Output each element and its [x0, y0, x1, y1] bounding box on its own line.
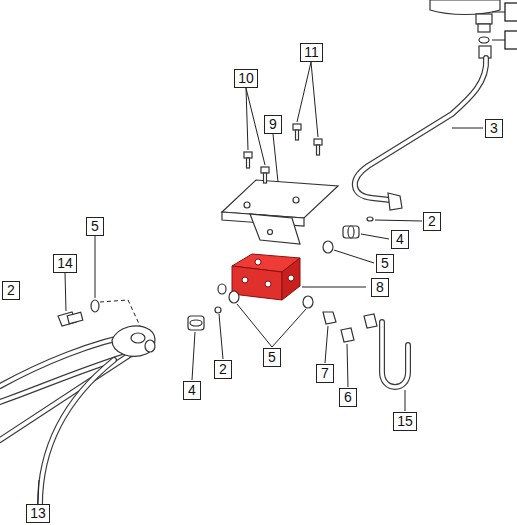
u-tube	[382, 322, 408, 387]
callout-number: 2	[423, 212, 441, 231]
callout-number: 13	[26, 504, 50, 523]
pipe-13	[0, 326, 155, 505]
callout-number: 2	[2, 281, 20, 300]
fittings	[188, 217, 377, 342]
callout-number: 5	[376, 254, 394, 273]
callout-number: 5	[263, 348, 281, 367]
callout-number: 8	[371, 278, 389, 297]
banjo-bolt	[58, 300, 140, 326]
upper-component	[430, 0, 517, 58]
pipe-3	[355, 58, 486, 210]
callout-number: 11	[300, 43, 323, 62]
callout-number: 3	[485, 119, 503, 138]
bolts	[244, 124, 322, 183]
callout-number: 7	[316, 364, 334, 383]
leader-lines	[38, 62, 483, 504]
callout-number: 10	[234, 69, 258, 88]
valve-block	[232, 254, 300, 300]
bracket	[222, 180, 338, 244]
callout-number: 9	[264, 115, 282, 134]
callout-number: 5	[86, 217, 104, 236]
callout-number: 4	[391, 230, 409, 249]
callout-number: 4	[183, 381, 201, 400]
callout-number: 15	[393, 412, 417, 431]
callout-number: 2	[214, 360, 232, 379]
callout-number: 14	[53, 254, 77, 273]
callout-number: 6	[339, 388, 357, 407]
